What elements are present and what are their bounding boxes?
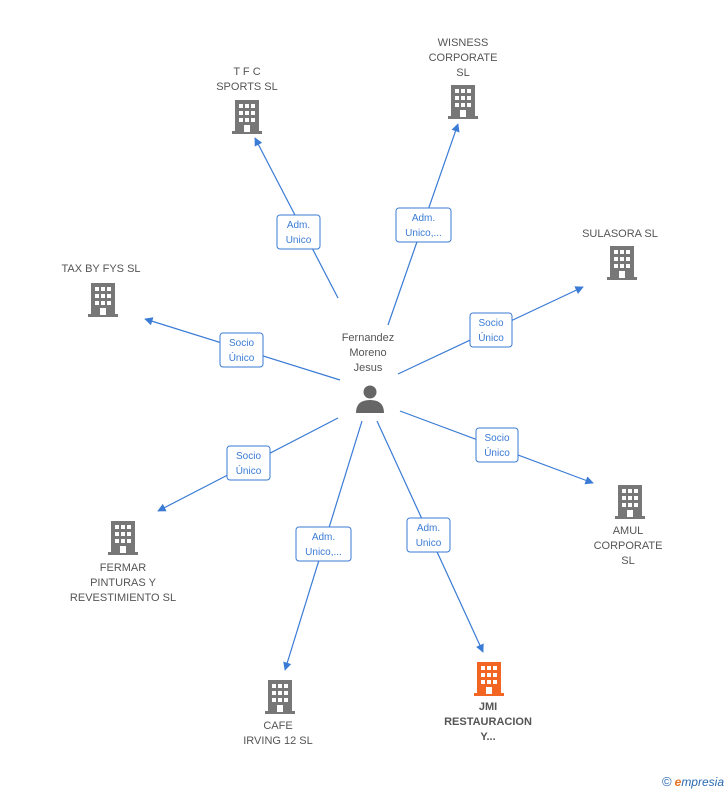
building-icon [265,680,295,714]
relation-label-jmi[interactable]: Adm.Unico [406,517,451,553]
brand-logo-initial: e [674,775,682,789]
company-name-taxbyfys: TAX BY FYS SL [61,263,140,275]
relation-text-wisness: Adm.Unico,... [405,213,442,239]
building-icon [232,100,262,134]
building-icon [607,246,637,280]
building-icon [88,283,118,317]
building-icon [474,662,504,696]
relation-label-cafe[interactable]: Adm.Unico,... [295,526,352,562]
relation-text-tfc: Adm.Unico [286,220,312,246]
company-name-sulasora: SULASORA SL [582,228,658,240]
relation-label-tfc[interactable]: Adm.Unico [276,214,321,250]
relation-label-wisness[interactable]: Adm.Unico,... [395,207,452,243]
company-node-sulasora[interactable]: SULASORA SL [582,228,658,280]
building-icon [448,85,478,119]
company-node-taxbyfys[interactable]: TAX BY FYS SL [61,263,141,317]
copyright-footer: ©empresia [662,774,724,789]
person-icon [356,385,384,413]
building-icon [615,485,645,519]
building-icon [108,521,138,555]
copyright-icon: © [662,774,672,789]
relation-text-jmi: Adm.Unico [416,523,442,549]
brand-logo-text: mpresia [681,775,724,789]
relation-text-cafe: Adm.Unico,... [305,532,342,558]
